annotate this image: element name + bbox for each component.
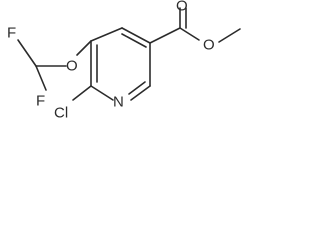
atom-label-ether-o: O — [66, 58, 78, 75]
atom-label-carbonyl-o: O — [176, 0, 188, 15]
bond-f-top-to-chf2 — [17, 39, 37, 67]
bond-ring-to-cl — [72, 85, 92, 101]
bond-ring-n-c6 — [90, 85, 114, 101]
bond-chf2-to-f-bottom — [35, 65, 47, 91]
atom-label-f-bottom: F — [36, 93, 45, 110]
bond-ether-o-to-ring — [76, 40, 92, 56]
bond-ester-o-to-methyl — [218, 28, 241, 43]
bond-ring-c2-n — [130, 85, 151, 101]
bond-ring-c2-n-double — [128, 81, 146, 95]
chemical-structure-diagram: F F O Cl N O O — [7, 0, 241, 122]
bond-ring-c4-c3-double — [121, 33, 147, 48]
atom-label-ring-n: N — [113, 94, 124, 111]
bond-ring-c5-c4 — [90, 27, 123, 42]
bond-ring-c4-c3 — [121, 27, 151, 44]
atom-label-cl: Cl — [54, 105, 68, 122]
bond-ring-to-carbonyl-c — [149, 27, 181, 44]
atom-label-ester-o: O — [203, 37, 215, 54]
bond-carbonyl-c-to-ester-o — [179, 27, 200, 41]
atom-label-f-top: F — [7, 25, 16, 42]
